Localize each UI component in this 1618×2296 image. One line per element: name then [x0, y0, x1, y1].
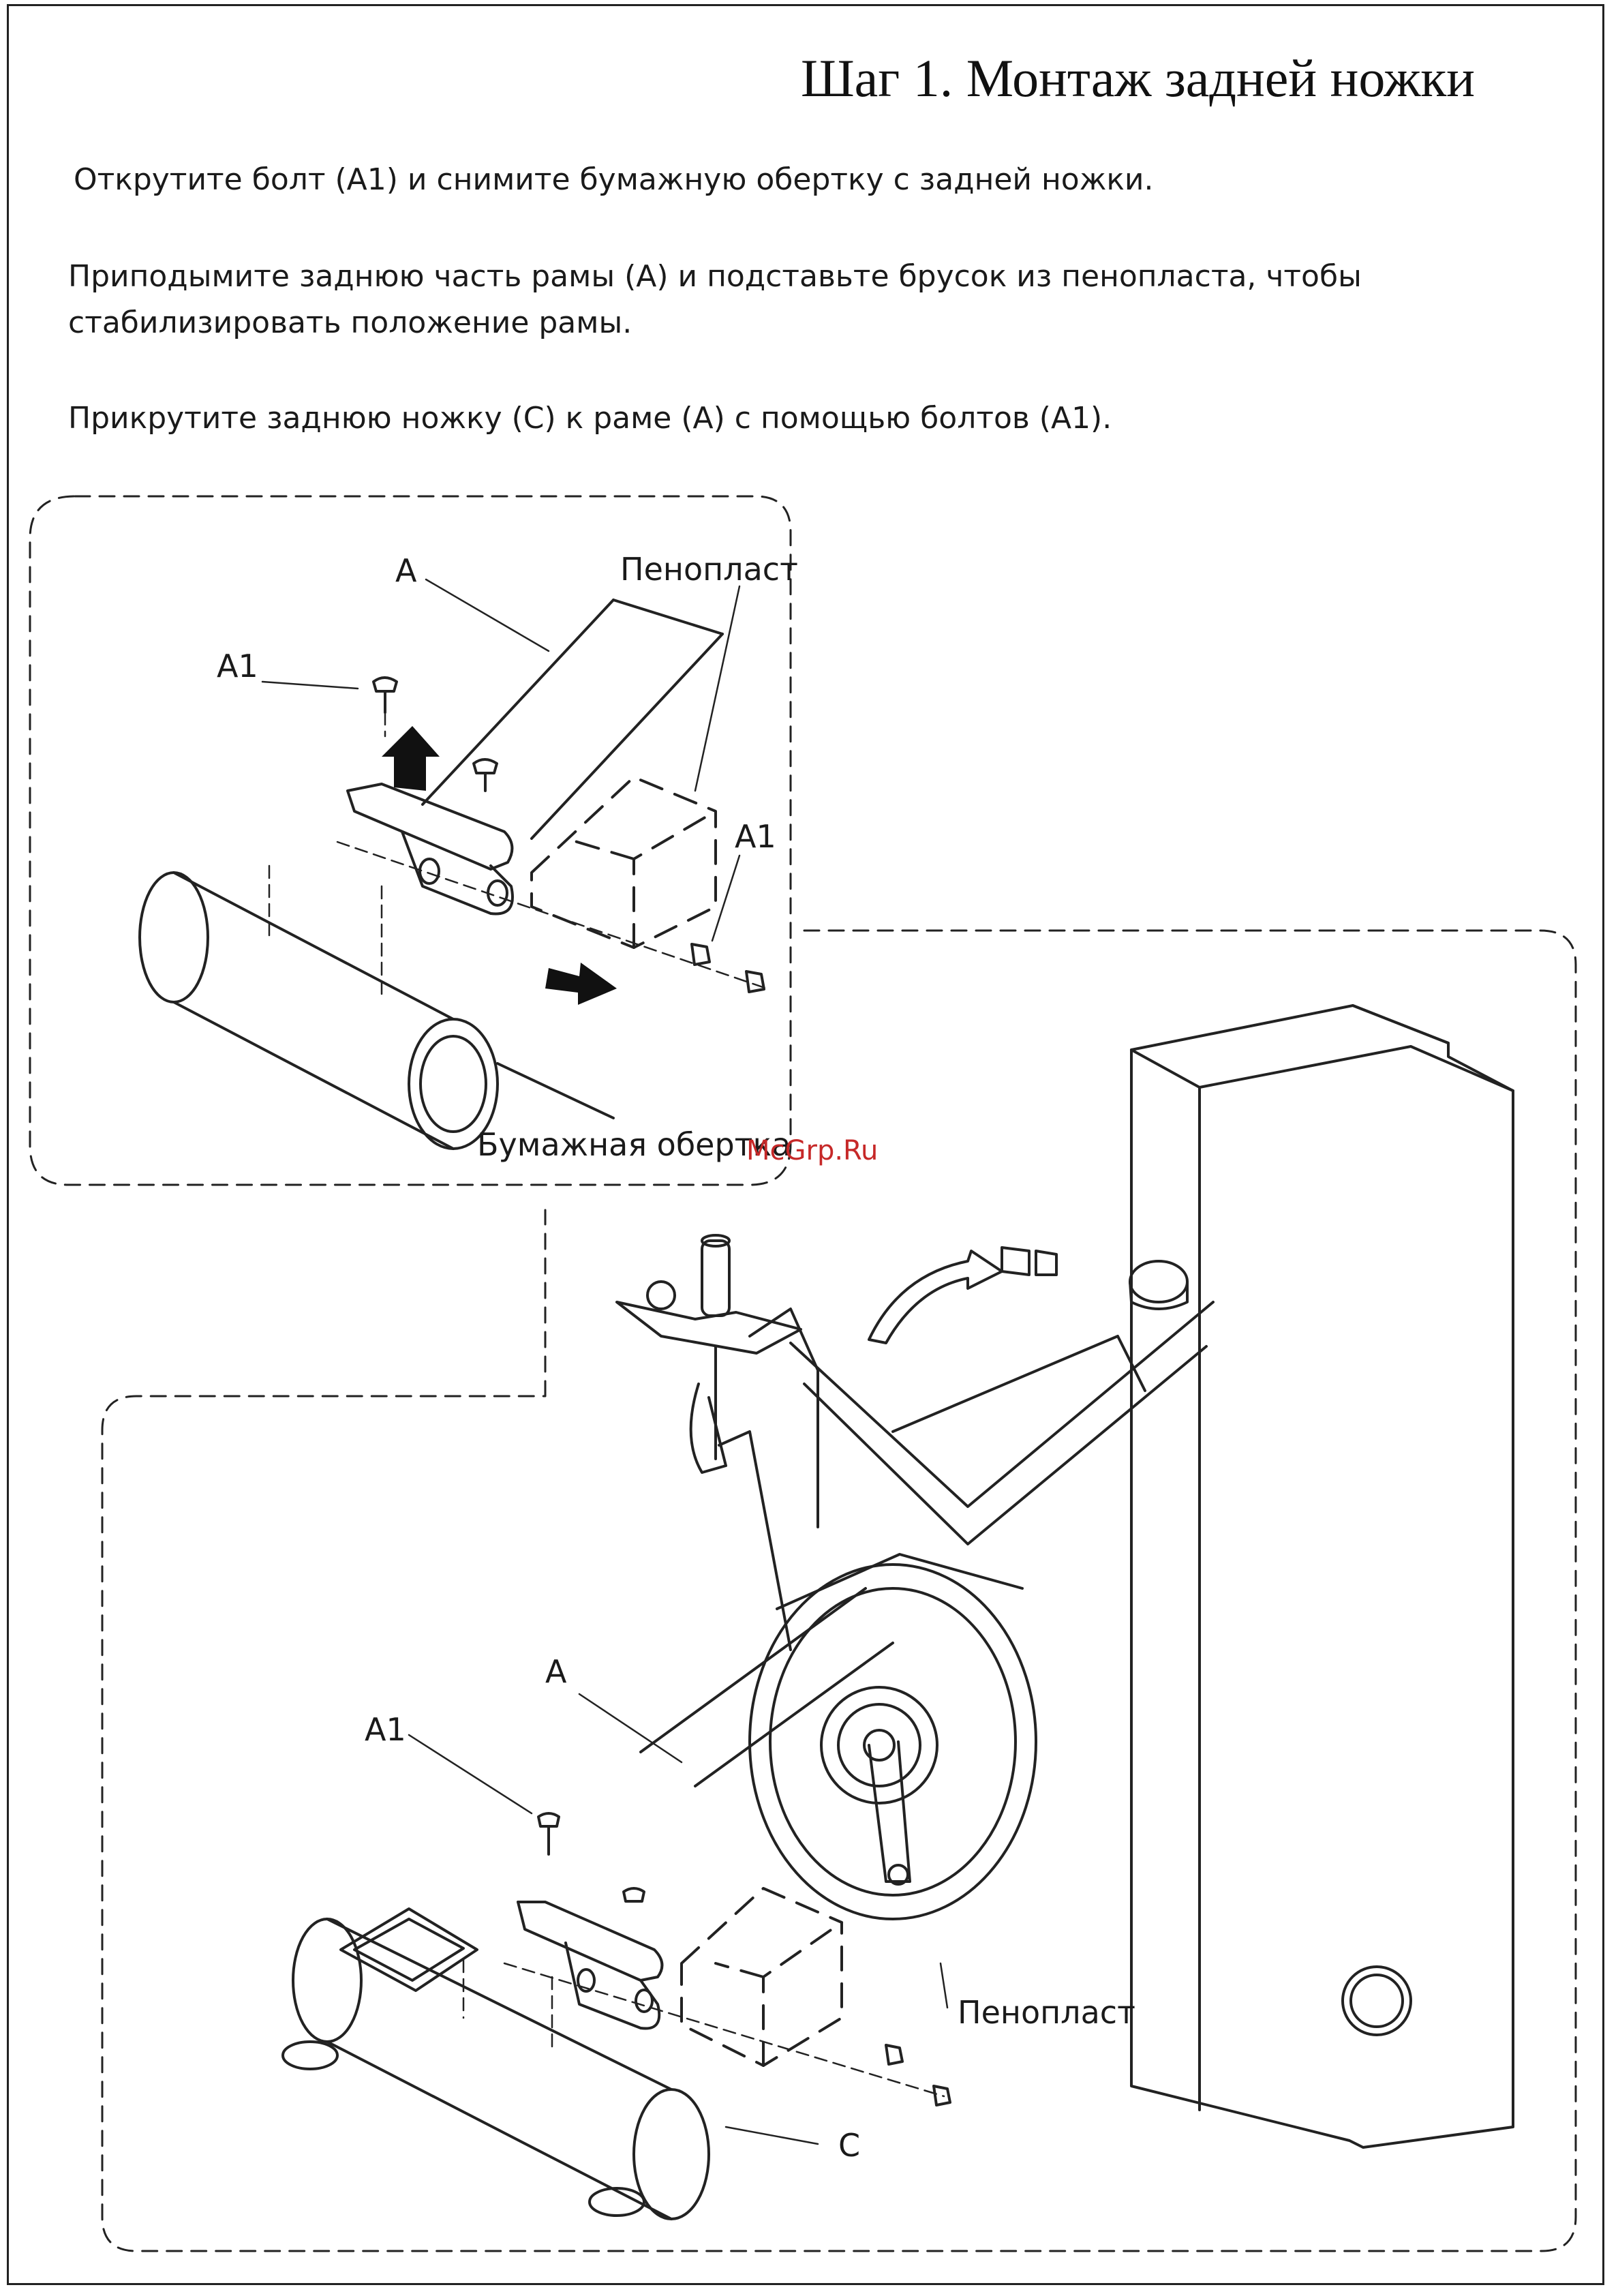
inset-bracket: [346, 783, 514, 916]
inset-label-bolt-right: A1: [735, 818, 776, 855]
inset-bolts: [372, 676, 765, 993]
rotation-arrow-icon: [868, 1246, 1058, 1344]
inset-foam-block: [530, 776, 717, 949]
main-bolts: [537, 1812, 951, 2106]
main-bracket: [517, 1901, 664, 2030]
instruction-1: Открутите болт (A1) и снимите бумажную о…: [74, 162, 1154, 197]
rear-leg-c: [281, 1907, 710, 2220]
seat-knob: [1129, 1260, 1189, 1310]
inset-dash-dot-lines: [268, 711, 768, 997]
inset-label-frame: A: [395, 552, 417, 589]
instruction-3: Прикрутите заднюю ножку (C) к раме (A) с…: [68, 401, 1112, 436]
box-packaging: [1130, 1004, 1514, 2149]
page-title: Шаг 1. Монтаж задней ножки: [800, 48, 1475, 108]
inset-label-paper: Бумажная обертка: [477, 1126, 791, 1163]
main-dash-dot-lines: [462, 1959, 945, 2098]
inset-frame-tube: [421, 599, 724, 840]
inset-paper-cylinder: [138, 871, 615, 1150]
inset-arrows: [382, 726, 617, 1005]
main-label-bolt: A1: [365, 1711, 406, 1748]
watermark: McGrp.Ru: [746, 1135, 879, 1166]
flywheel: [748, 1563, 1037, 1920]
inset-label-bolt-top: A1: [217, 648, 258, 684]
inset-label-foam: Пенопласт: [620, 551, 798, 588]
main-foam-block: [680, 1887, 843, 2067]
page-border: [7, 4, 1604, 2285]
main-dashed-frame: [101, 929, 1577, 2252]
main-leader-lines: [408, 1693, 949, 2145]
arrow-right-icon: [545, 963, 617, 1005]
inset-leader-lines: [261, 578, 741, 942]
main-label-foam: Пенопласт: [958, 1994, 1135, 2031]
arrow-up-icon: [382, 726, 440, 791]
instruction-2: Приподымите заднюю часть рамы (A) и подс…: [68, 259, 1362, 340]
inset-dashed-frame: [29, 495, 792, 1186]
main-label-frame: A: [545, 1653, 567, 1690]
seat-post: [615, 1234, 802, 1474]
main-label-leg: C: [838, 2127, 861, 2164]
